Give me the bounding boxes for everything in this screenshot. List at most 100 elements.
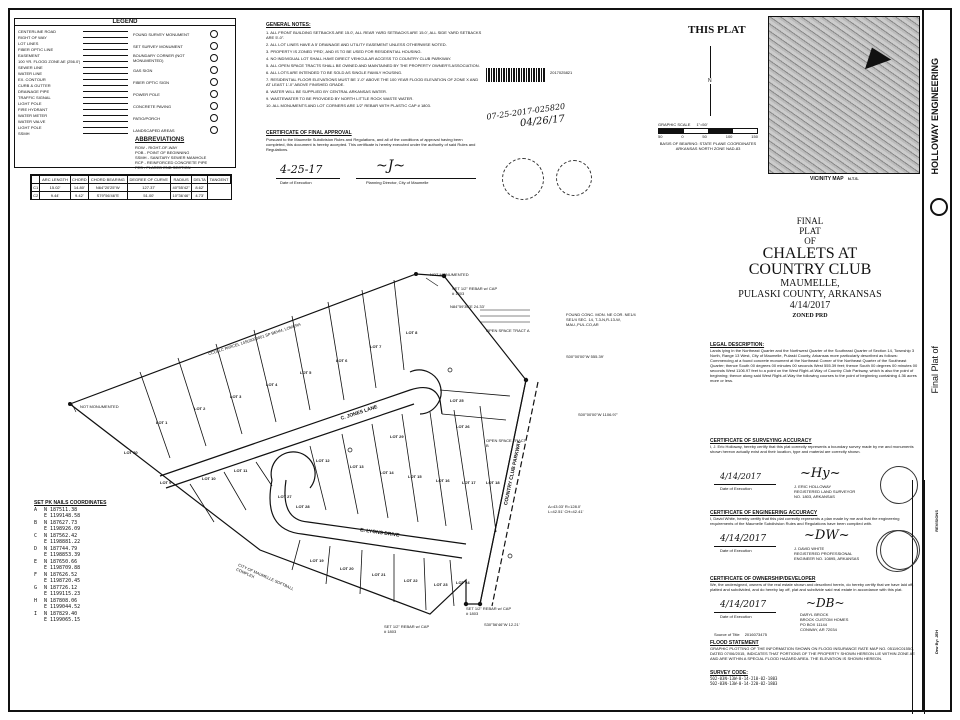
legend-item-symbol	[83, 72, 128, 74]
lot-label: LOT 9	[160, 480, 172, 485]
legend-item: TRAFFIC SIGNAL	[18, 94, 128, 100]
legend-item-symbol	[83, 30, 128, 32]
legend-item-symbol	[83, 114, 128, 116]
legend-item: WATER METER	[18, 112, 128, 118]
legend-item-symbol	[83, 60, 128, 62]
lot-label: LOT 23	[434, 582, 448, 587]
curve-cell: 9.42'	[69, 191, 90, 200]
nail-id: D	[34, 546, 38, 552]
nail-easting: E 1198720.45	[44, 578, 81, 584]
legend-item-symbol	[83, 120, 128, 122]
cul-de-sac-top	[409, 369, 442, 415]
surveying-certificate: CERTIFICATE OF SURVEYING ACCURACY I, J. …	[710, 438, 922, 504]
nail-easting: E 1199148.58	[44, 513, 81, 519]
legend-item-label: FIBER OPTIC SIGN	[133, 79, 170, 85]
legend-item: WATER VALVE	[18, 118, 128, 124]
lot-label: LOT 20	[340, 566, 354, 571]
county-seal	[502, 158, 544, 200]
legend-item-label: TRAFFIC SIGNAL	[18, 94, 51, 100]
legend-item-label: LOT LINES	[18, 40, 39, 46]
legend-item-label: GAS SIGN	[133, 67, 153, 73]
legend-item-label: FIBER OPTIC LINE	[18, 46, 54, 52]
not-monumented-left: NOT MONUMENTED	[80, 404, 119, 409]
curve-cell: 51.00'	[126, 191, 172, 200]
general-note: 5. ALL OPEN SPACE TRACTS SHALL BE OWNED …	[266, 63, 480, 68]
legend-item-symbol	[83, 126, 128, 128]
road-country-club-parkway: COUNTRY CLUB PARKWAY	[503, 440, 523, 506]
city-seal	[556, 160, 592, 196]
nail-northing: N 187726.12	[44, 585, 78, 591]
legend-item-symbol	[83, 42, 128, 44]
final-approval-date-label: Date of Execution	[280, 180, 312, 185]
engineering-title: CERTIFICATE OF ENGINEERING ACCURACY	[710, 510, 818, 516]
lot-label: LOT 30	[124, 450, 138, 455]
legend-item-label: SSMH	[18, 130, 30, 136]
curve-cell: 14.80'	[69, 183, 90, 192]
curve-cell: S79°56'46"E	[88, 191, 128, 200]
legend-item-symbol	[210, 30, 218, 38]
vicinity-title: VICINITY MAP	[810, 176, 844, 182]
survey-code-1: 502-03N-13W-0-14-210-02-1803	[710, 676, 778, 681]
lot-label: LOT 15	[408, 474, 422, 479]
curve-data-label: Δ=43.03' R=128.0' L=42.51' CH=42.41'	[548, 504, 584, 514]
legend-item-label: POWER POLE	[133, 91, 160, 97]
set-rebar-bottom-2: SET 1/2" REBAR w/ CAP # 1803	[466, 606, 512, 616]
vicinity-caption: VICINITY MAP N.T.S.	[810, 176, 859, 182]
abbrev-item: SSMH - SANITARY SEWER MANHOLE	[135, 155, 207, 160]
lot-label: LOT 28	[296, 504, 310, 509]
legend-item-symbol	[83, 102, 128, 104]
legend-item-symbol	[210, 54, 218, 62]
north-arrow-label: N	[708, 78, 712, 84]
owner-date-label: Date of Execution	[720, 614, 752, 619]
nail-easting: E 1198926.09	[44, 526, 81, 532]
general-notes-title: GENERAL NOTES:	[266, 22, 311, 28]
vicinity-site-marker	[858, 42, 892, 70]
legend-item: LIGHT POLE	[18, 100, 128, 106]
legend-item-symbol	[210, 126, 218, 134]
title-final: FINAL	[796, 216, 824, 226]
legend-item: GAS SIGN	[133, 64, 233, 76]
legend-item-label: FOUND SURVEY MONUMENT	[133, 31, 190, 37]
legend-item: RIGHT OF WAY	[18, 34, 128, 40]
legend-item: LANDSCAPED AREAS	[133, 124, 233, 136]
lot-label: LOT 25	[450, 398, 464, 403]
owner-date: 4/14/2017	[720, 600, 767, 610]
general-note: 8. WATER WILL BE SUPPLIED BY CENTRAL ARK…	[266, 89, 387, 94]
lot-label: LOT 10	[202, 476, 216, 481]
vicinity-map	[768, 16, 920, 174]
legend-item-symbol	[83, 48, 128, 50]
title-strip: HOLLOWAY ENGINEERING Final Plat of REVIS…	[922, 10, 950, 710]
final-approval: CERTIFICATE OF FINAL APPROVAL Pursuant t…	[266, 130, 482, 185]
legend-item-symbol	[210, 90, 218, 98]
lot-label: LOT 17	[462, 480, 476, 485]
nails-title: SET PK NAILS COORDINATES	[34, 500, 107, 506]
basis-of-bearing: BASIS OF BEARING: STATE PLANE COORDINATE…	[659, 141, 757, 151]
legend-item: CURB & GUTTER	[18, 82, 128, 88]
legal-text: Lands lying in the Northeast Quarter and…	[710, 348, 918, 383]
drawn-by: Drw By: JEH	[934, 630, 939, 655]
surveyor-name: J. ERIC HOLLOWAY	[794, 484, 832, 489]
owner-signature: ~DB~	[806, 596, 845, 610]
nail-northing: N 187562.42	[44, 533, 78, 539]
final-approval-date: 4-25-17	[280, 163, 323, 176]
general-note: 4. NO INDIVIDUAL LOT SHALL HAVE DIRECT V…	[266, 56, 452, 61]
title-city: MAUMELLE,	[780, 278, 840, 289]
curve-col-header: CHORD	[69, 175, 90, 184]
lot-label: LOT 4	[266, 382, 278, 387]
owner-title-number: 2016073475	[744, 632, 767, 637]
legend-item-symbol	[210, 66, 218, 74]
legend-item-symbol	[83, 36, 128, 38]
general-note: 2. ALL LOT LINES HAVE A 5' DRAINAGE AND …	[266, 42, 447, 47]
engineering-text: I, David White, hereby certify that this…	[710, 516, 900, 526]
curve-cell: 4.73'	[191, 191, 209, 200]
nail-easting: E 1199115.23	[44, 591, 81, 597]
legend-item-label: SET SURVEY MONUMENT	[133, 43, 183, 49]
nail-northing: N 187829.40	[44, 611, 78, 617]
parcel-top: CCULLC PARCEL 14S03000001 SP BEHM, LOMER…	[207, 321, 302, 357]
legend-item: EASEMENT	[18, 52, 128, 58]
